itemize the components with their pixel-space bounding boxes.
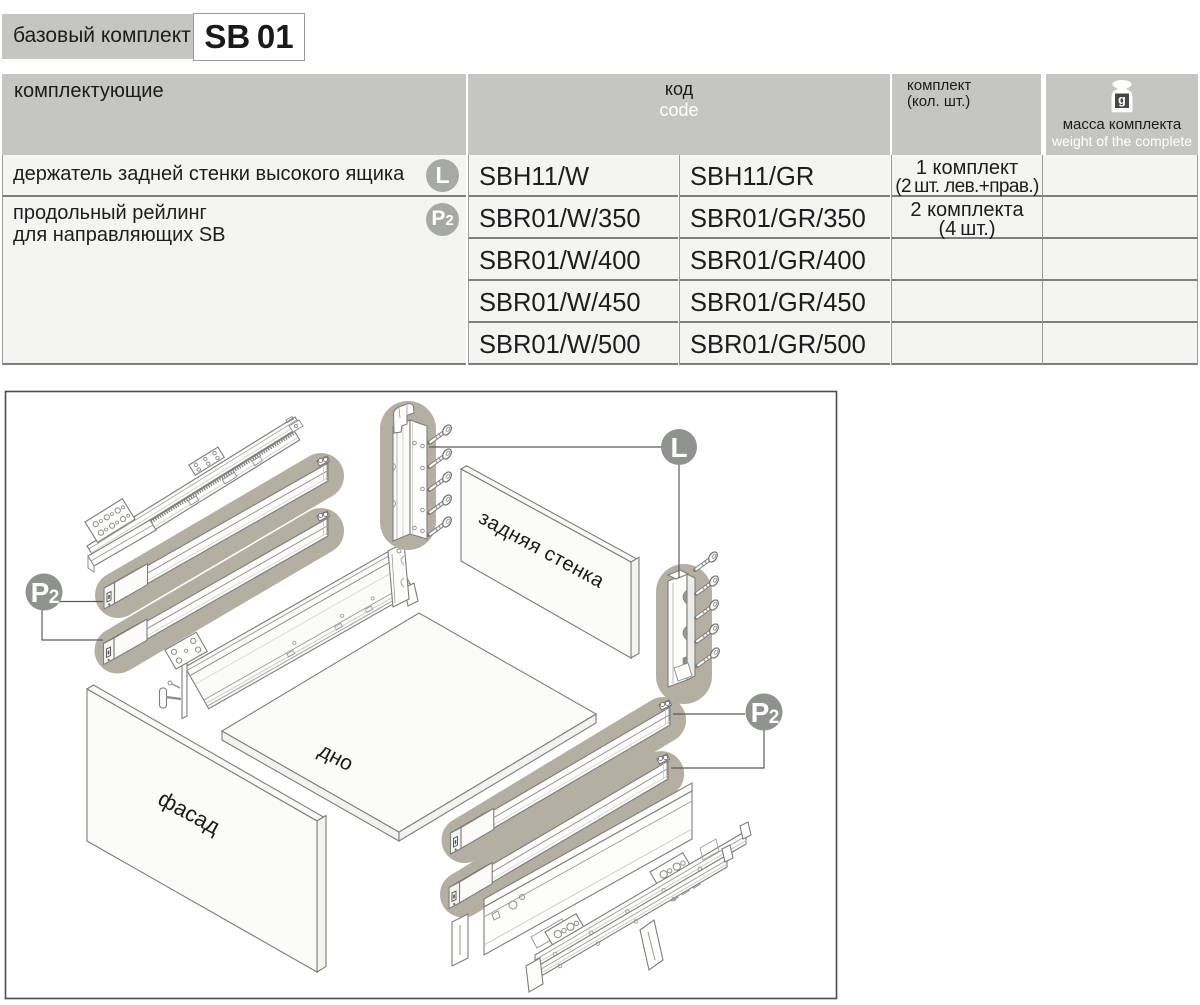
svg-text:L: L [670, 432, 687, 463]
svg-text:g: g [1118, 93, 1126, 107]
svg-text:P: P [751, 697, 770, 728]
svg-text:P: P [31, 577, 50, 608]
svg-text:2: 2 [49, 587, 60, 608]
svg-text:2: 2 [769, 707, 780, 728]
